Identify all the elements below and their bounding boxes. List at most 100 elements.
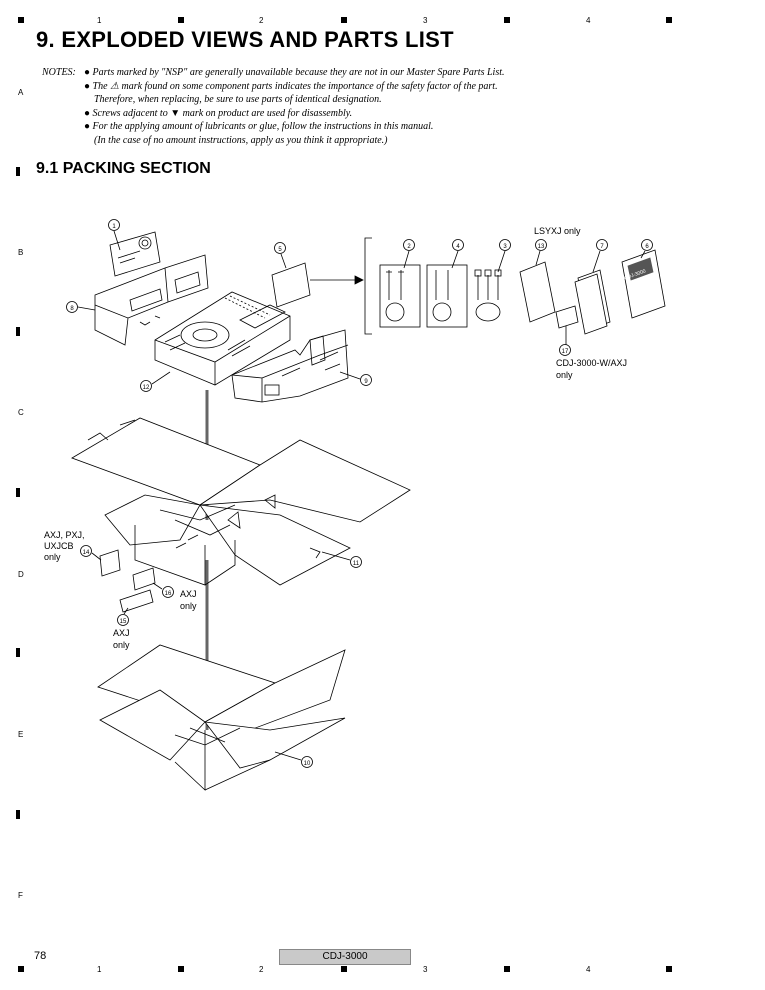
registration-mark (178, 966, 184, 972)
column-number-2: 2 (259, 16, 264, 25)
callout-14: 14 (80, 545, 102, 561)
section-marker (16, 167, 20, 176)
row-letter-c: C (18, 408, 24, 417)
svg-text:16: 16 (165, 591, 172, 597)
column-number-4: 4 (586, 16, 591, 25)
row-letter-f: F (18, 891, 23, 900)
svg-text:6: 6 (645, 244, 649, 250)
notes-label: NOTES: (42, 67, 76, 78)
callout-6: 6 (640, 239, 653, 259)
row-letter-b: B (18, 248, 24, 257)
registration-mark (504, 17, 510, 23)
callout-4: 4 (451, 239, 464, 269)
manual-6 (621, 249, 666, 319)
footer-model-name: CDJ-3000 (279, 949, 411, 965)
note-line: ● For the applying amount of lubricants … (84, 121, 434, 132)
leaflet-13 (519, 261, 556, 323)
callout-16: 16 (152, 582, 174, 598)
column-number-3: 3 (423, 16, 428, 25)
registration-mark (341, 966, 347, 972)
callout-9: 9 (339, 371, 372, 386)
column-number-4-bottom: 4 (586, 965, 591, 974)
note-line: (In the case of no amount instructions, … (94, 134, 388, 146)
svg-text:10: 10 (304, 761, 311, 767)
outer-carton-10 (97, 644, 346, 791)
callout-8: 8 (66, 301, 96, 313)
accessory-card-part (109, 231, 161, 277)
column-number-1-bottom: 1 (97, 965, 102, 974)
callout-17: 17 (559, 344, 571, 356)
leaflet-7-back (574, 273, 608, 335)
svg-text:8: 8 (70, 306, 74, 312)
card-17 (555, 305, 579, 329)
sheet-15 (119, 589, 154, 613)
registration-mark (18, 17, 24, 23)
registration-mark (178, 17, 184, 23)
svg-text:1: 1 (112, 224, 116, 230)
note-line: ● The ⚠ mark found on some component par… (84, 80, 498, 92)
registration-mark (341, 17, 347, 23)
label-axj: AXJ (113, 628, 130, 638)
callout-7: 7 (592, 239, 608, 273)
note-line: ● Screws adjacent to ▼ mark on product a… (84, 107, 353, 119)
page-title: 9. EXPLODED VIEWS AND PARTS LIST (36, 27, 454, 52)
left-foam-cushion (94, 254, 209, 346)
label-only: only (113, 640, 130, 650)
svg-text:4: 4 (456, 244, 460, 250)
label-cdj-w-axj: CDJ-3000-W/AXJ (556, 358, 628, 368)
registration-mark (16, 327, 20, 336)
label-axj: AXJ (180, 589, 197, 599)
cdj-player-unit (154, 291, 291, 386)
svg-text:7: 7 (600, 244, 604, 250)
column-number-3-bottom: 3 (423, 965, 428, 974)
arrow-head (354, 275, 364, 285)
svg-text:5: 5 (278, 247, 282, 253)
accessory-bracket (364, 237, 372, 335)
callout-12: 12 (140, 371, 171, 392)
cable-pack-2 (379, 264, 421, 328)
rca-cable-3 (474, 269, 502, 322)
callout-2: 2 (403, 239, 415, 269)
registration-mark (504, 966, 510, 972)
row-letter-a: A (18, 88, 24, 97)
callout-11: 11 (321, 551, 362, 568)
row-letter-e: E (18, 730, 24, 739)
label-lsyxj-only: LSYXJ only (534, 226, 581, 236)
label-only: only (180, 601, 197, 611)
registration-mark (16, 648, 20, 657)
callout-5: 5 (274, 242, 287, 269)
page-number: 78 (34, 950, 47, 962)
sheet-14 (99, 549, 121, 577)
svg-text:9: 9 (364, 379, 368, 385)
inner-carton-11 (71, 417, 411, 586)
callout-13: 13 (535, 239, 547, 266)
cable-pack-4 (426, 264, 468, 328)
note-line: ● Parts marked by "NSP" are generally un… (84, 67, 505, 78)
label-only: only (44, 552, 61, 562)
callout-1: 1 (108, 219, 121, 251)
column-number-2-bottom: 2 (259, 965, 264, 974)
right-foam-cushion (231, 329, 349, 403)
svg-text:11: 11 (353, 561, 360, 567)
label-axj-pxj: AXJ, PXJ, (44, 530, 85, 540)
document-bag-part (271, 262, 311, 308)
registration-mark (16, 810, 20, 819)
label-uxjcb: UXJCB (44, 541, 74, 551)
section-title: 9.1 PACKING SECTION (36, 160, 211, 177)
svg-text:14: 14 (83, 550, 90, 556)
row-letter-d: D (18, 570, 24, 579)
svg-text:13: 13 (538, 244, 545, 250)
registration-mark (666, 966, 672, 972)
svg-text:3: 3 (503, 244, 507, 250)
callout-15: 15 (117, 607, 129, 626)
svg-text:2: 2 (407, 244, 411, 250)
svg-text:15: 15 (120, 619, 127, 625)
registration-mark (666, 17, 672, 23)
column-number-1: 1 (97, 16, 102, 25)
registration-mark (16, 488, 20, 497)
label-only: only (556, 370, 573, 380)
svg-text:17: 17 (562, 349, 569, 355)
registration-mark (18, 966, 24, 972)
callout-10: 10 (274, 751, 313, 768)
